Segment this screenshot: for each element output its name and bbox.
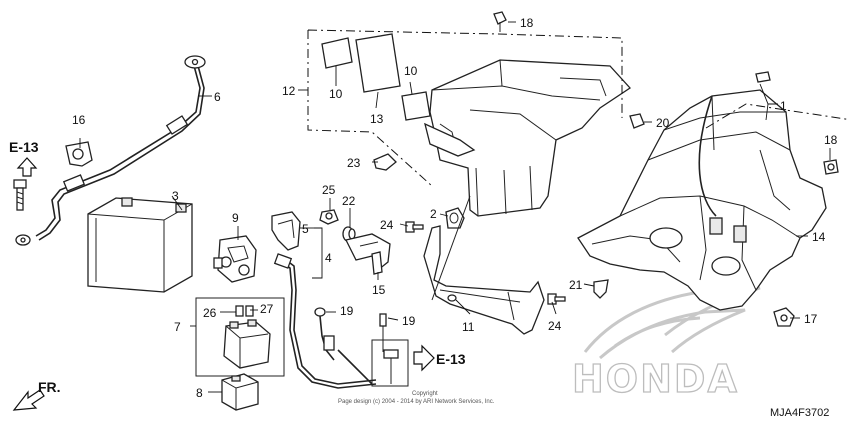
- callout-16: 16: [72, 113, 86, 127]
- callout-1: 1: [780, 99, 787, 113]
- callout-9: 9: [232, 211, 239, 225]
- box-stay: [423, 225, 545, 335]
- group-12-box: [307, 29, 623, 187]
- callouts: 1 2 3 4 5 6 7 8 9 10 10 11 12 13 14 15 1…: [72, 16, 838, 400]
- grommet-2: [445, 207, 465, 229]
- terminal-cover-5: [271, 211, 301, 251]
- callout-10a: 10: [329, 87, 343, 101]
- callout-18b: 18: [824, 133, 838, 147]
- cap-1: [755, 71, 771, 83]
- battery-cable-4: [273, 253, 377, 389]
- battery-cable-6: [15, 55, 206, 246]
- callout-22: 22: [342, 194, 356, 208]
- watermark-text: HONDA: [572, 357, 739, 401]
- callout-13: 13: [370, 112, 384, 126]
- callout-24a: 24: [380, 218, 394, 232]
- bolt-24-lower: [547, 293, 566, 305]
- callout-21: 21: [569, 278, 583, 292]
- copyright-line-2: Page design (c) 2004 - 2014 by ARI Netwo…: [338, 399, 495, 405]
- callout-19b: 19: [402, 314, 416, 328]
- bolt-24-upper: [405, 221, 424, 233]
- e13-ref-top: E-13: [9, 139, 39, 177]
- callout-3: 3: [172, 189, 179, 203]
- bolt-17: [773, 307, 795, 327]
- leader-lines: [79, 21, 831, 393]
- callout-2: 2: [430, 207, 437, 221]
- e13-ref-right: E-13: [413, 344, 466, 372]
- callout-12: 12: [282, 84, 296, 98]
- callout-11: 11: [462, 320, 475, 334]
- diagram-code: MJA4F3702: [770, 407, 829, 419]
- front-arrow: FR.: [12, 379, 61, 411]
- bolt-e13: [13, 179, 27, 211]
- honda-watermark: HONDA: [571, 286, 761, 402]
- battery-3: [87, 197, 193, 293]
- svg-text:E-13: E-13: [436, 351, 466, 367]
- starter-relay-9: [213, 235, 257, 283]
- callout-10b: 10: [404, 64, 418, 78]
- svg-text:FR.: FR.: [38, 379, 61, 395]
- rubber-23: [373, 153, 397, 171]
- rear-cowl-14: [577, 89, 827, 311]
- sensor-19: [371, 313, 409, 387]
- clip-21: [593, 279, 609, 299]
- group-1-box: [705, 103, 850, 129]
- callout-26: 26: [203, 306, 217, 320]
- callout-8: 8: [196, 386, 203, 400]
- callout-14: 14: [812, 230, 826, 244]
- callout-19a: 19: [340, 304, 354, 318]
- callout-4: 4: [325, 251, 332, 265]
- bolt-18-right: [823, 159, 839, 175]
- callout-24b: 24: [548, 319, 562, 333]
- caution-labels: [321, 33, 431, 121]
- copyright-line-1: Copyright: [412, 391, 438, 397]
- callout-25: 25: [322, 183, 336, 197]
- relay-8: [221, 373, 259, 411]
- bolt-25: [319, 209, 339, 225]
- bolt-16: [65, 141, 93, 167]
- callout-23: 23: [347, 156, 361, 170]
- bolt-18-top: [493, 11, 507, 32]
- callout-20: 20: [656, 116, 670, 130]
- battery-box-11: [424, 59, 631, 217]
- callout-17: 17: [804, 312, 818, 326]
- bolt-20: [629, 113, 645, 129]
- callout-5: 5: [302, 222, 309, 236]
- callout-7: 7: [174, 320, 181, 334]
- callout-15: 15: [372, 283, 386, 297]
- bracket-15: [345, 233, 391, 275]
- svg-text:E-13: E-13: [9, 139, 39, 155]
- callout-27: 27: [260, 302, 274, 316]
- fuse-group-7: [195, 297, 285, 377]
- callout-6: 6: [214, 90, 221, 104]
- callout-18a: 18: [520, 16, 534, 30]
